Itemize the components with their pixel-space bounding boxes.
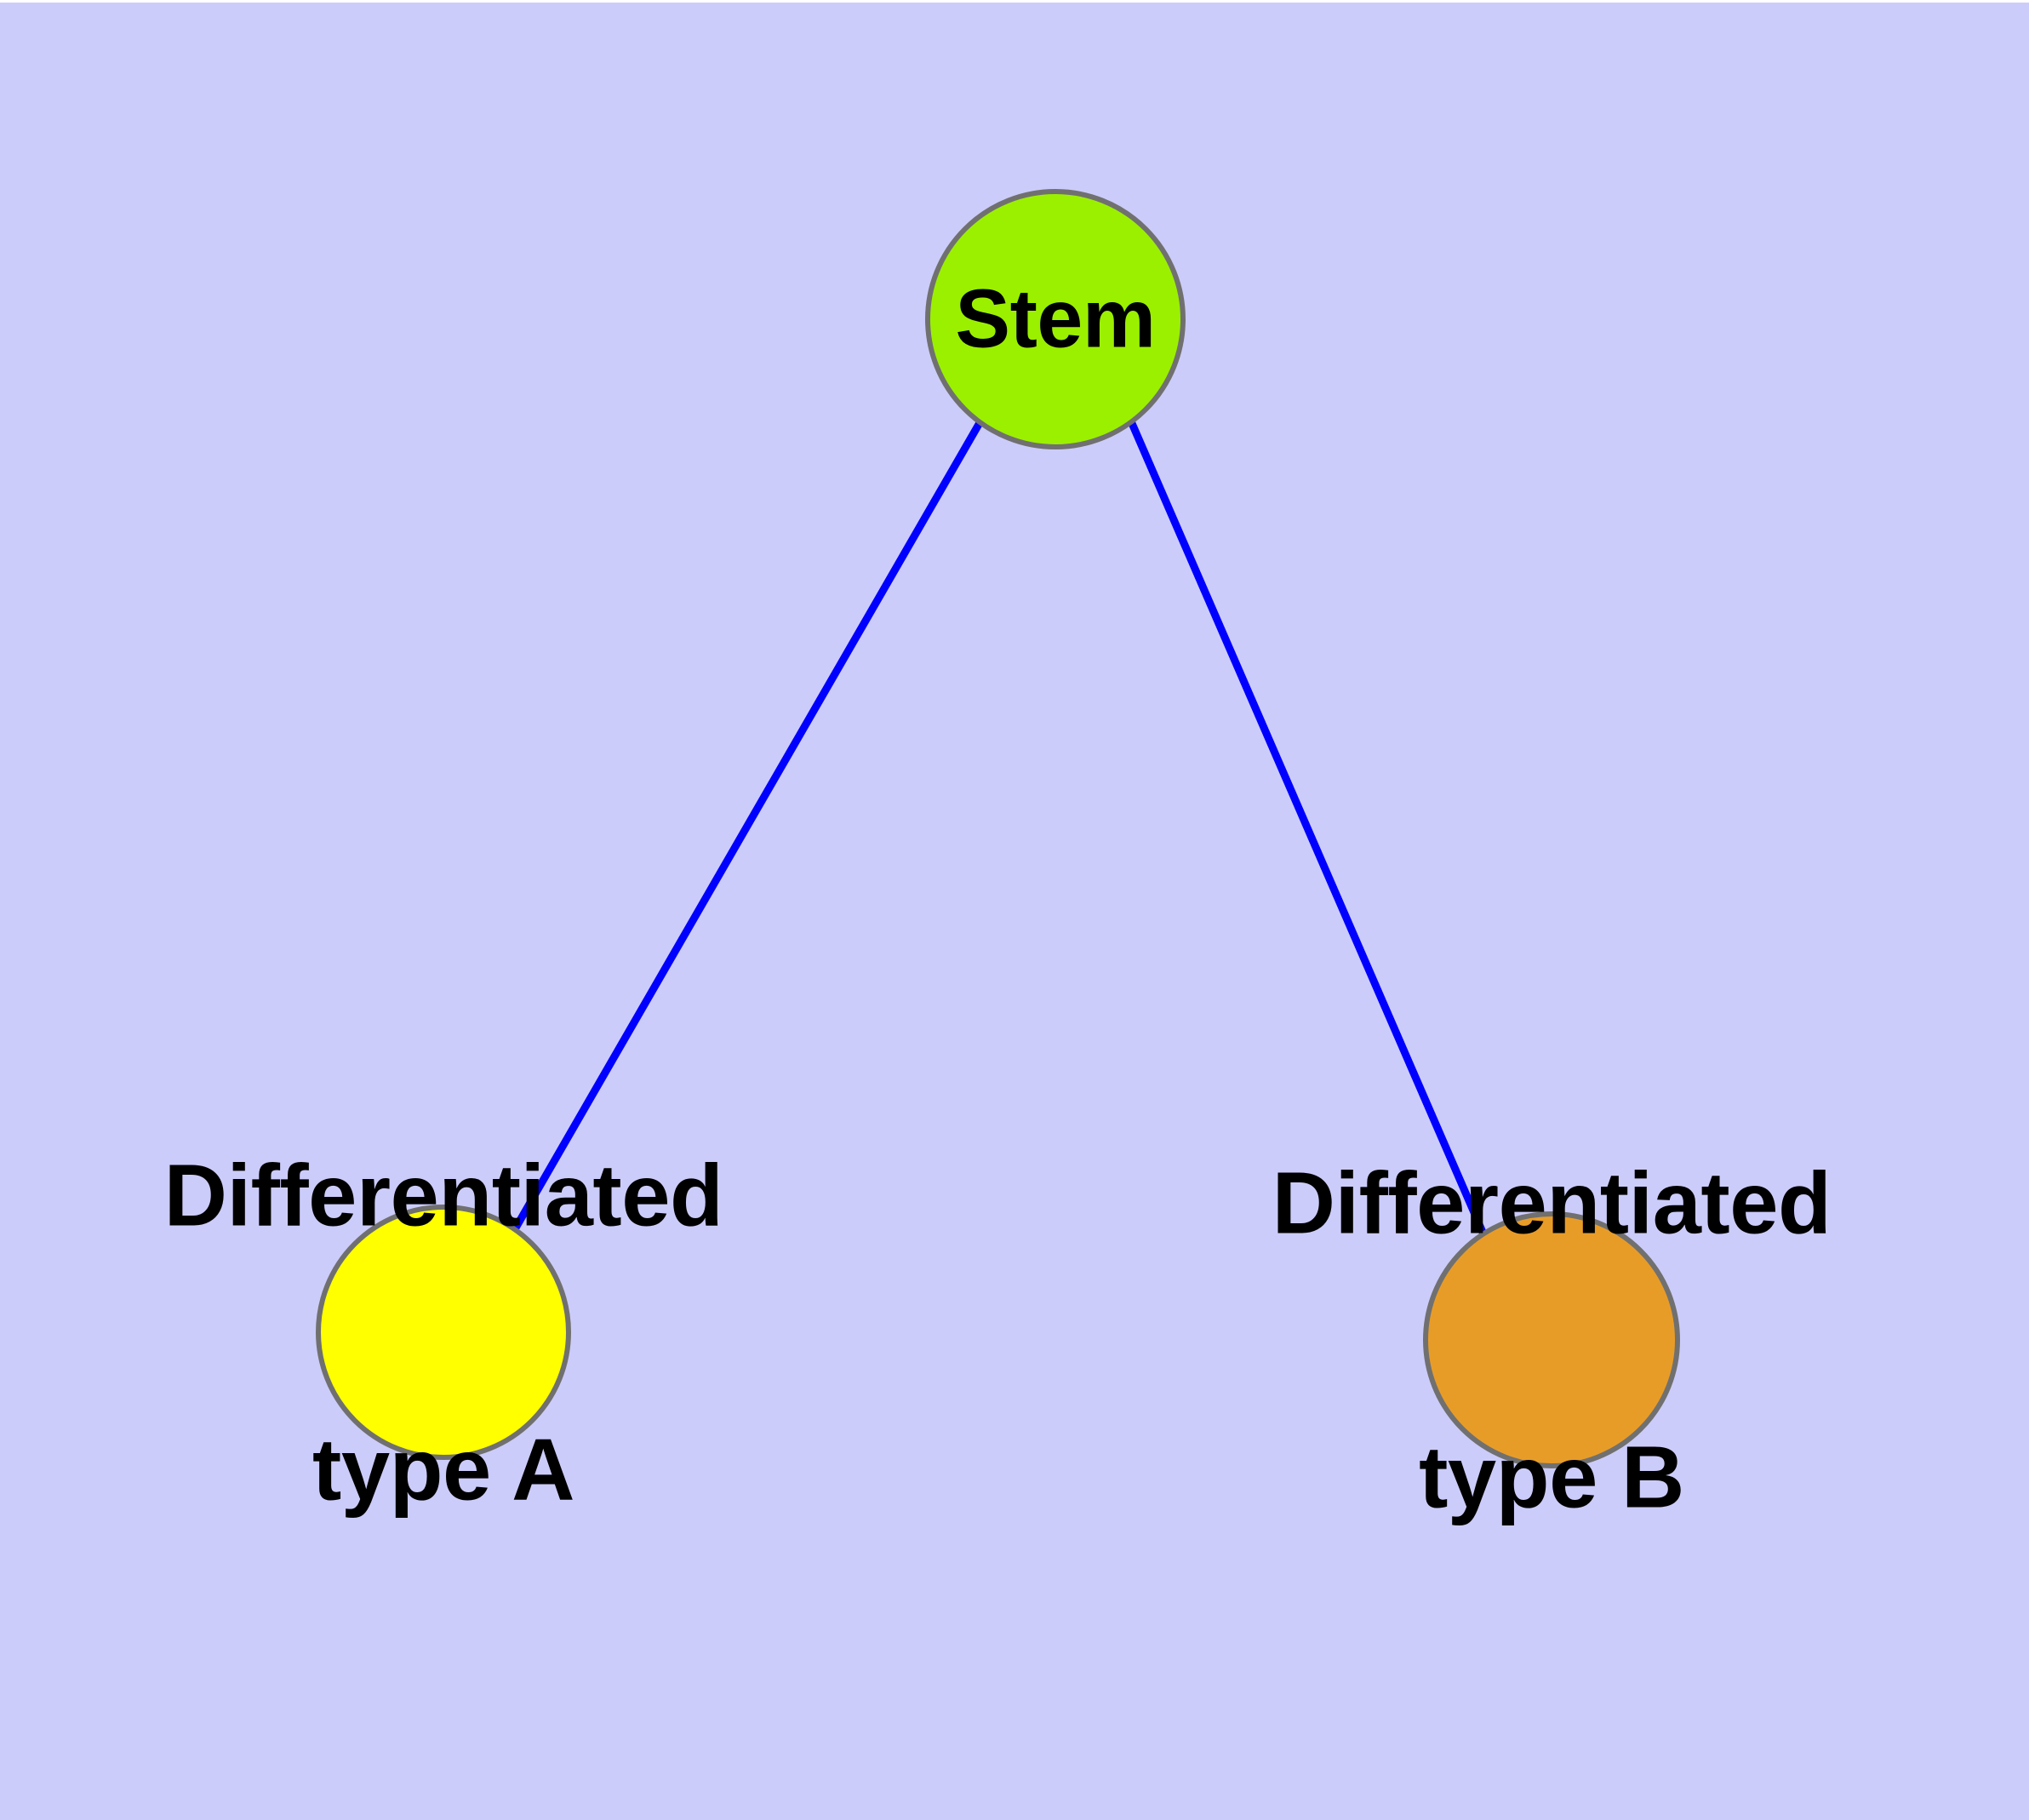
edge-layer — [512, 419, 1489, 1238]
edge-stem-to-differentiated-type-a[interactable] — [512, 419, 984, 1232]
node-stem[interactable] — [925, 189, 1186, 449]
edge-stem-to-differentiated-type-b[interactable] — [1127, 420, 1489, 1238]
node-differentiated-type-b[interactable] — [1423, 1211, 1680, 1468]
node-differentiated-type-a[interactable] — [316, 1205, 571, 1460]
node-layer — [316, 189, 1680, 1468]
